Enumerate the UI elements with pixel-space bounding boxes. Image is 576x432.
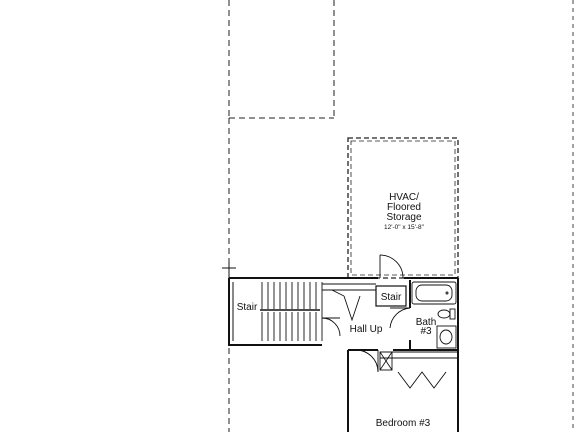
open-below-outline [228, 0, 335, 119]
hvac-label-line3: Storage [386, 212, 421, 223]
hvac-label-line2: Floored [387, 202, 421, 213]
wall-ticks [222, 262, 236, 278]
hvac-label-line1: HVAC/ [389, 192, 419, 203]
stair-left-label: Stair [237, 302, 258, 313]
bedroom-label: Bedroom #3 [376, 418, 431, 429]
hvac-dimensions: 12'-0" x 15'-8" [384, 224, 425, 231]
doors [321, 254, 447, 389]
bath-label-line1: Bath [416, 317, 437, 328]
walls [228, 277, 459, 432]
stair-right-label: Stair [381, 292, 402, 303]
bath-label-line2: #3 [420, 326, 432, 337]
hall-label: Hall Up [350, 324, 383, 335]
bath-fixtures [411, 281, 457, 349]
corridor-details [322, 283, 458, 371]
stair-treads-left [260, 282, 323, 341]
